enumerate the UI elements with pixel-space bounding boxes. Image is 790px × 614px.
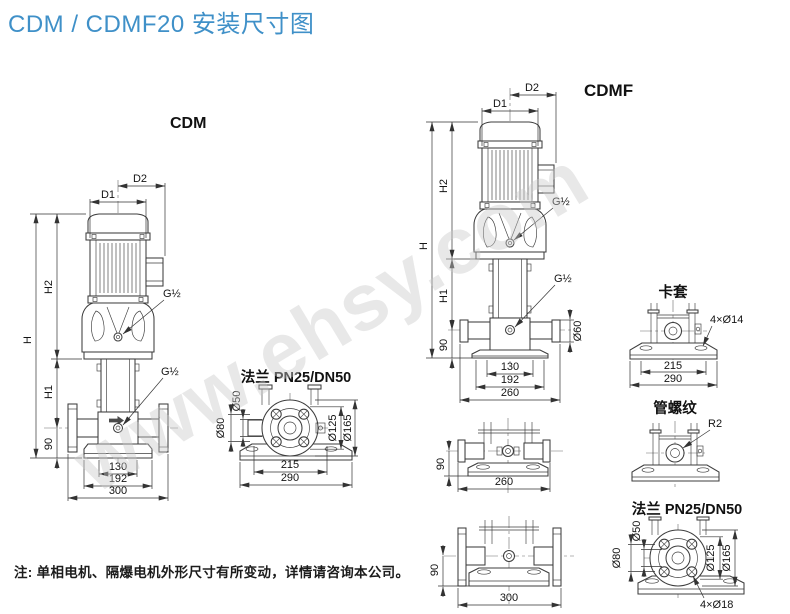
base-clamp-dim-90: 90 [435,458,447,470]
cdmf-motor-fins [491,150,529,200]
cdm-dim-130: 130 [109,461,127,473]
base-clamp-dim-260: 260 [495,476,513,488]
pipe-thread-view: R2 管螺纹 [631,399,722,487]
cdmf-dim-h1: H1 [438,289,450,303]
flange-right-dim-d125: Ø125 [705,545,717,572]
flange-left-dim-d50: Ø50 [231,391,243,412]
cdm-motor-fins [99,243,137,293]
base-flange-dim-90: 90 [429,564,441,576]
flange-right-dim-d50: Ø50 [631,521,643,542]
cdm-g-top: G½ [163,288,181,300]
clamp-dim-290: 290 [664,373,682,385]
flange-right-dim-holes: 4×Ø18 [700,599,733,611]
cdmf-dim-h: H [418,242,430,250]
clamp-dim-215: 215 [664,360,682,372]
clamp-view-label: 卡套 [659,283,688,301]
cdmf-g-top: G½ [552,196,570,208]
flange-right-view: Ø50 Ø80 Ø125 Ø165 4×Ø18 法兰 PN25/DN50 [611,500,745,611]
cdm-g-bottom: G½ [161,366,179,378]
flange-left-dim-d80: Ø80 [215,418,227,439]
cdmf-label: CDMF [584,81,633,100]
flange-left-dim-290: 290 [281,472,299,484]
bolt-holes [270,408,310,448]
cdmf-dim-90: 90 [438,339,450,351]
cdmf-dim-130: 130 [501,361,519,373]
cdm-dim-192: 192 [109,473,127,485]
cdmf-pump-view: D1 D2 H H2 H1 90 Ø60 G½ G½ 130 192 260 C… [418,81,633,403]
cdm-label: CDM [170,115,206,132]
bolt-holes [658,538,698,578]
flange-left-dim-215: 215 [281,459,299,471]
thread-dim-r2: R2 [708,418,722,430]
flange-right-dim-d165: Ø165 [721,545,733,572]
cdm-dim-300: 300 [109,485,127,497]
cdm-dim-h1: H1 [43,385,55,399]
cdm-dim-d1: D1 [101,189,115,201]
thread-view-label: 管螺纹 [653,399,697,417]
cdmf-base-clamp-view: 90 260 [435,418,566,496]
cdm-dim-h: H [22,336,34,344]
cdmf-dim-d1: D1 [493,98,507,110]
cdm-dim-h2: H2 [43,280,55,294]
flange-left-dim-d165: Ø165 [342,415,354,442]
cdmf-dim-d60: Ø60 [572,321,584,342]
cdmf-base-flange-view: 90 300 [429,516,574,608]
flange-left-label: 法兰 PN25/DN50 [241,368,351,386]
cdmf-g-bottom: G½ [554,273,572,285]
flange-left-view: Ø50 Ø80 Ø125 Ø165 215 290 法兰 PN25/DN50 [215,368,358,488]
flange-right-dim-d80: Ø80 [611,548,623,569]
cdm-pump-view: D1 D2 H H2 H1 90 G½ G½ 130 192 300 CDM [22,115,206,501]
flow-arrow-icon [109,416,124,425]
clamp-dim-holes: 4×Ø14 [710,314,743,326]
cdmf-dim-260: 260 [501,387,519,399]
clamp-sleeve-view: 4×Ø14 215 290 卡套 [629,283,743,388]
cdm-dim-90: 90 [43,438,55,450]
flange-right-label: 法兰 PN25/DN50 [632,500,742,518]
cdmf-dim-h2: H2 [438,179,450,193]
page-title: CDM / CDMF20 安装尺寸图 [8,11,315,38]
flange-left-dim-d125: Ø125 [327,415,339,442]
cdmf-dim-d2: D2 [525,82,539,94]
base-flange-dim-300: 300 [500,592,518,604]
footnote: 注: 单相电机、隔爆电机外形尺寸有所变动，详情请咨询本公司。 [14,565,410,580]
cdm-dim-d2: D2 [133,173,147,185]
cdmf-dim-192: 192 [501,374,519,386]
